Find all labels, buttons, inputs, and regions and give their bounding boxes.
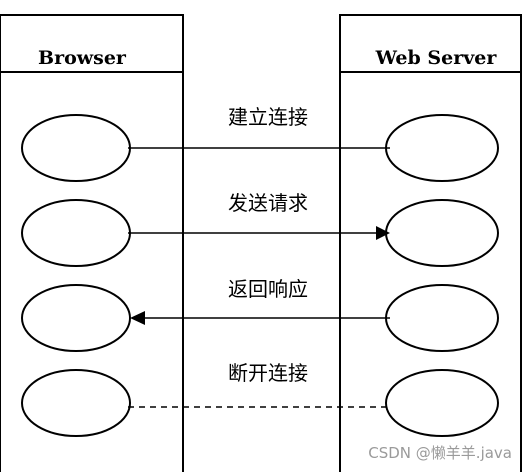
message-label-response: 返回响应 <box>228 277 308 301</box>
server-node-4 <box>385 369 499 437</box>
server-node-2 <box>385 199 499 267</box>
web-server-column: Web Server <box>339 14 522 472</box>
browser-column-box <box>0 14 184 472</box>
web-server-column-box <box>339 14 522 472</box>
message-establish-connection: 建立连接 <box>128 105 390 149</box>
browser-node-4 <box>21 369 131 437</box>
browser-node-3 <box>21 284 131 352</box>
server-node-3 <box>385 284 499 352</box>
web-server-column-title: Web Server <box>375 47 498 69</box>
browser-column: Browser <box>0 14 184 472</box>
message-label-disconnect: 断开连接 <box>228 361 308 385</box>
request-arrowhead <box>376 226 390 240</box>
browser-node-1 <box>21 114 131 182</box>
csdn-watermark: CSDN @懒羊羊.java <box>368 444 512 462</box>
message-label-request: 发送请求 <box>228 191 308 215</box>
message-disconnect: 断开连接 <box>128 361 390 408</box>
browser-column-title: Browser <box>38 47 127 69</box>
browser-node-2 <box>21 199 131 267</box>
message-label-establish: 建立连接 <box>228 105 308 129</box>
message-send-request: 发送请求 <box>128 191 390 240</box>
response-arrowhead <box>130 311 145 325</box>
server-node-1 <box>385 114 499 182</box>
message-return-response: 返回响应 <box>130 277 390 325</box>
